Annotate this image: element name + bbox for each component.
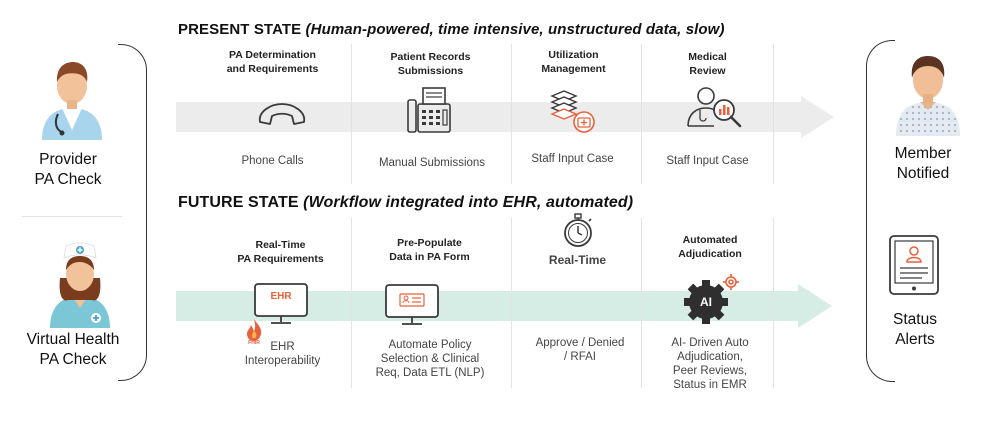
- column-divider: [351, 44, 352, 184]
- present-col4-caption: Staff Input Case: [666, 155, 749, 167]
- fax-icon: [407, 87, 451, 133]
- patient-avatar-icon: [896, 56, 960, 136]
- present-col2-caption: Manual Submissions: [378, 157, 486, 169]
- stopwatch-icon: [564, 213, 592, 247]
- future-col2-caption: Automate Policy Selection & Clinical Req…: [375, 339, 485, 379]
- column-divider: [641, 218, 642, 388]
- future-col1-title: Real-Time PA Requirements: [237, 239, 324, 265]
- virtual-health-pa-check-label: Virtual Health PA Check: [26, 331, 120, 368]
- doctor-search-icon: [687, 87, 742, 128]
- doctor-avatar-icon: [42, 62, 102, 140]
- column-divider: [511, 218, 512, 388]
- present-state-heading: PRESENT STATE (Human-powered, time inten…: [178, 21, 725, 38]
- future-col3-title: Real-Time: [548, 253, 607, 267]
- present-arrow: [176, 96, 834, 138]
- column-divider: [511, 44, 512, 184]
- fhir-logo-text: FHIR: [248, 340, 260, 346]
- status-alert-tablet-icon: [889, 235, 939, 295]
- future-col4-caption: AI- Driven Auto Adjudication, Peer Revie…: [671, 337, 749, 391]
- present-col2-title: Patient Records Submissions: [390, 51, 471, 77]
- phone-icon: [258, 103, 306, 125]
- future-col2-title: Pre-Populate Data in PA Form: [389, 237, 470, 263]
- member-notified-label: Member Notified: [894, 145, 952, 182]
- provider-pa-check-label: Provider PA Check: [34, 151, 102, 188]
- ehr-monitor-icon: EHR: [253, 282, 309, 326]
- column-divider: [773, 44, 774, 184]
- future-col3-caption: Approve / Denied / RFAI: [535, 337, 625, 363]
- future-col4-title: Automated Adjudication: [678, 234, 742, 260]
- column-divider: [773, 218, 774, 388]
- future-col1-caption: EHR Interoperability: [244, 341, 321, 367]
- ai-chip-text: AI: [700, 295, 712, 309]
- column-divider: [641, 44, 642, 184]
- present-col1-title: PA Determination and Requirements: [226, 49, 319, 75]
- status-alerts-label: Status Alerts: [893, 311, 937, 348]
- present-col3-title: Utilization Management: [541, 49, 606, 75]
- present-col3-caption: Staff Input Case: [531, 153, 614, 165]
- column-divider: [351, 218, 352, 388]
- fhir-flame-icon: FHIR: [242, 318, 266, 346]
- ehr-screen-text: EHR: [270, 291, 292, 302]
- present-col4-title: Medical Review: [688, 51, 727, 77]
- future-arrow: [176, 284, 832, 328]
- future-state-heading: FUTURE STATE (Workflow integrated into E…: [178, 194, 634, 211]
- present-col1-caption: Phone Calls: [241, 155, 304, 167]
- nurse-avatar-icon: [50, 242, 110, 328]
- stack-medical-icon: [550, 90, 595, 133]
- form-monitor-icon: [385, 284, 439, 325]
- ai-gear-icon: AI: [684, 272, 742, 328]
- left-separator: [22, 216, 122, 217]
